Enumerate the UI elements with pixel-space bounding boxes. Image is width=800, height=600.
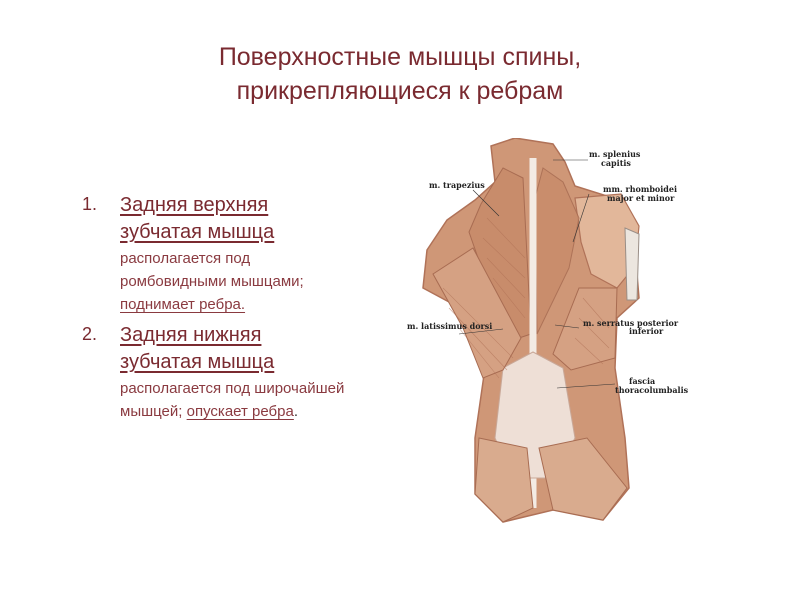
item-number: 1. [82, 194, 98, 214]
label-fascia-1: fascia [629, 376, 655, 386]
label-splenius-capitis-2: capitis [601, 158, 631, 168]
item-description: располагается под широчайшей мышцей; опу… [120, 377, 352, 423]
description-text: располагается под ромбовидными мышцами; [120, 250, 304, 290]
back-muscles-illustration: m. splenius capitis m. trapezius mm. rho… [407, 138, 689, 523]
item-heading-line-2: зубчатая мышца [120, 351, 275, 373]
humerus-bone [624, 227, 640, 301]
description-end: . [293, 403, 299, 420]
gluteal-region [474, 437, 628, 523]
label-trapezius: m. trapezius [429, 180, 485, 190]
label-rhomboidei-1: mm. rhomboidei [603, 184, 677, 194]
description-action: опускает ребра [186, 403, 294, 420]
latissimus-left [432, 247, 522, 379]
description-action: поднимает ребра. [120, 296, 246, 313]
muscle-fibres [442, 217, 610, 379]
latissimus-right [552, 287, 618, 371]
description-text: располагается под широчайшей мышцей; [120, 380, 345, 420]
item-number: 2. [82, 324, 98, 344]
item-heading-line-1: Задняя нижняя [120, 324, 262, 346]
label-fascia-2: thoracolumbalis [615, 385, 689, 395]
slide-title: Поверхностные мышцы спины, прикрепляющие… [0, 40, 800, 108]
item-heading-line-2: зубчатая мышца [120, 221, 275, 243]
muscle-list: 1. Задняя верхняя зубчатая мышца распола… [82, 192, 352, 429]
label-latissimus-dorsi: m. latissimus dorsi [407, 321, 492, 331]
item-heading-line-1: Задняя верхняя [120, 194, 269, 216]
list-item: 2. Задняя нижняя зубчатая мышца располаг… [82, 322, 352, 423]
leader-lines [458, 159, 616, 389]
list-item: 1. Задняя верхняя зубчатая мышца распола… [82, 192, 352, 316]
label-serratus-posterior-2: inferior [629, 326, 664, 336]
title-line-1: Поверхностные мышцы спины, [218, 43, 582, 71]
label-rhomboidei-2: major et minor [607, 193, 675, 203]
label-splenius-capitis-1: m. splenius [589, 149, 641, 159]
label-serratus-posterior-1: m. serratus posterior [583, 318, 679, 328]
title-line-2: прикрепляющиеся к ребрам [236, 77, 564, 105]
item-description: располагается под ромбовидными мышцами; … [120, 247, 352, 316]
